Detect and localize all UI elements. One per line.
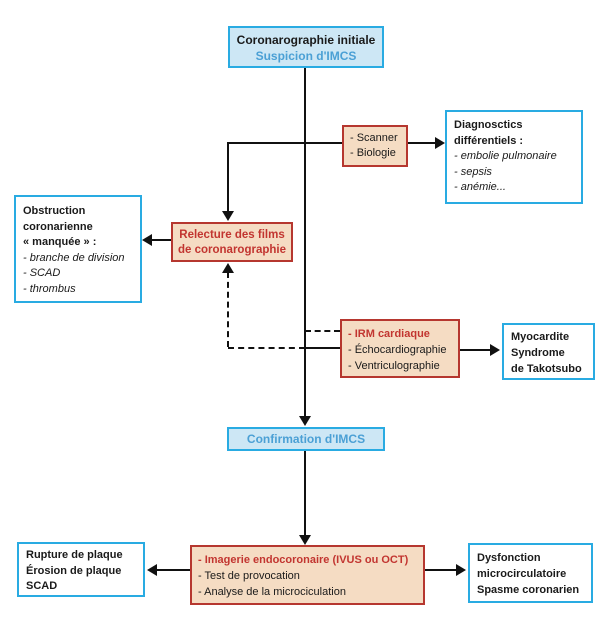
connector-main-bottom [304,450,306,536]
diagnostics-item-anemia: - anémie... [454,181,506,193]
provocation-test-line: - Test de provocation [198,570,300,582]
dashed-connector-irm-level [305,330,340,332]
plaque-rupture-box: Rupture de plaque Érosion de plaque SCAD [17,542,145,597]
connector-relecture-obstruction [152,239,171,241]
endocoronary-imaging-box: - Imagerie endocoronaire (IVUS ou OCT) -… [190,545,425,605]
plaque-scad-line: SCAD [26,580,58,592]
film-review-line1: Relecture des films [179,229,285,241]
connector-endocoronaire-dysfonction [425,569,458,571]
scanner-biology-box: - Scanner - Biologie [342,125,408,167]
initial-coronarography-box: Coronarographie initiale Suspicion d'IMC… [228,26,384,68]
microvascular-dysfunction-box: Dysfonction microcirculatoire Spasme cor… [468,543,593,603]
ventriculography-line: - Ventriculographie [348,360,440,372]
arrowhead-to-plaque [147,564,157,576]
myocarditis-line: Myocardite [511,331,570,343]
connector-main-top [304,68,306,417]
dashed-connector-vertical [227,272,229,347]
arrowhead-to-obstruction [142,234,152,246]
arrowhead-dashed-to-relecture [222,263,234,273]
arrowhead-to-confirmation [299,416,311,426]
coronary-spasm-line: Spasme coronarien [477,584,580,596]
arrowhead-to-diagnostics [435,137,445,149]
diagnostics-item-sepsis: - sepsis [454,165,492,178]
differential-diagnostics-box: Diagnosctics différentiels : - embolie p… [445,110,583,204]
imcs-suspicion-label: Suspicion d'IMCS [255,49,357,63]
missed-obstruction-box: Obstruction coronarienne « manquée » : -… [14,195,142,303]
dysfunction-line2: microcirculatoire [477,568,567,580]
plaque-rupture-line: Rupture de plaque [26,549,123,561]
imcs-confirmation-label: Confirmation d'IMCS [246,432,366,446]
takotsubo-line1: Syndrome [511,347,565,359]
imcs-confirmation-box: Confirmation d'IMCS [227,427,385,451]
connector-irm-myocardite [460,349,492,351]
obstruction-title-line1: Obstruction [23,205,86,217]
arrowhead-to-dysfonction [456,564,466,576]
connector-branch-vertical [227,142,229,212]
connector-endocoronaire-plaque [157,569,190,571]
biology-line: - Biologie [350,147,396,159]
arrowhead-to-endocoronaire [299,535,311,545]
plaque-erosion-line: Érosion de plaque [26,564,122,577]
obstruction-title-line3: « manquée » : [23,236,97,248]
initial-coronarography-title: Coronarographie initiale [236,33,376,47]
connector-branch-horizontal [228,142,342,144]
diagnostics-title-line1: Diagnosctics [454,119,523,131]
dashed-connector-horizontal [228,347,305,349]
echocardiography-line: - Échocardiographie [348,344,447,356]
connector-main-irm-stub [305,347,340,349]
obstruction-item-branch: - branche de division [23,251,125,264]
film-review-line2: de coronarographie [178,244,286,256]
obstruction-item-thrombus: - thrombus [23,282,76,295]
obstruction-item-scad: - SCAD [23,267,61,279]
myocarditis-takotsubo-box: Myocardite Syndrome de Takotsubo [502,323,595,380]
takotsubo-line2: de Takotsubo [511,363,582,375]
endocoronary-imaging-line: - Imagerie endocoronaire (IVUS ou OCT) [198,554,409,566]
diagnostics-item-pulmonary-embolism: - embolie pulmonaire [454,150,557,162]
dysfunction-line1: Dysfonction [477,552,541,564]
arrowhead-to-relecture [222,211,234,221]
cardiac-mri-line: - IRM cardiaque [348,328,430,340]
scanner-line: - Scanner [350,132,398,144]
cardiac-imaging-box: - IRM cardiaque - Échocardiographie - Ve… [340,319,460,378]
diagnostics-title-line2: différentiels : [454,134,524,147]
microcirculation-analysis-line: - Analyse de la microciculation [198,586,346,598]
film-review-box: Relecture des films de coronarographie [171,222,293,262]
connector-scanner-diagnostics [408,142,437,144]
arrowhead-to-myocardite [490,344,500,356]
obstruction-title-line2: coronarienne [23,220,93,233]
